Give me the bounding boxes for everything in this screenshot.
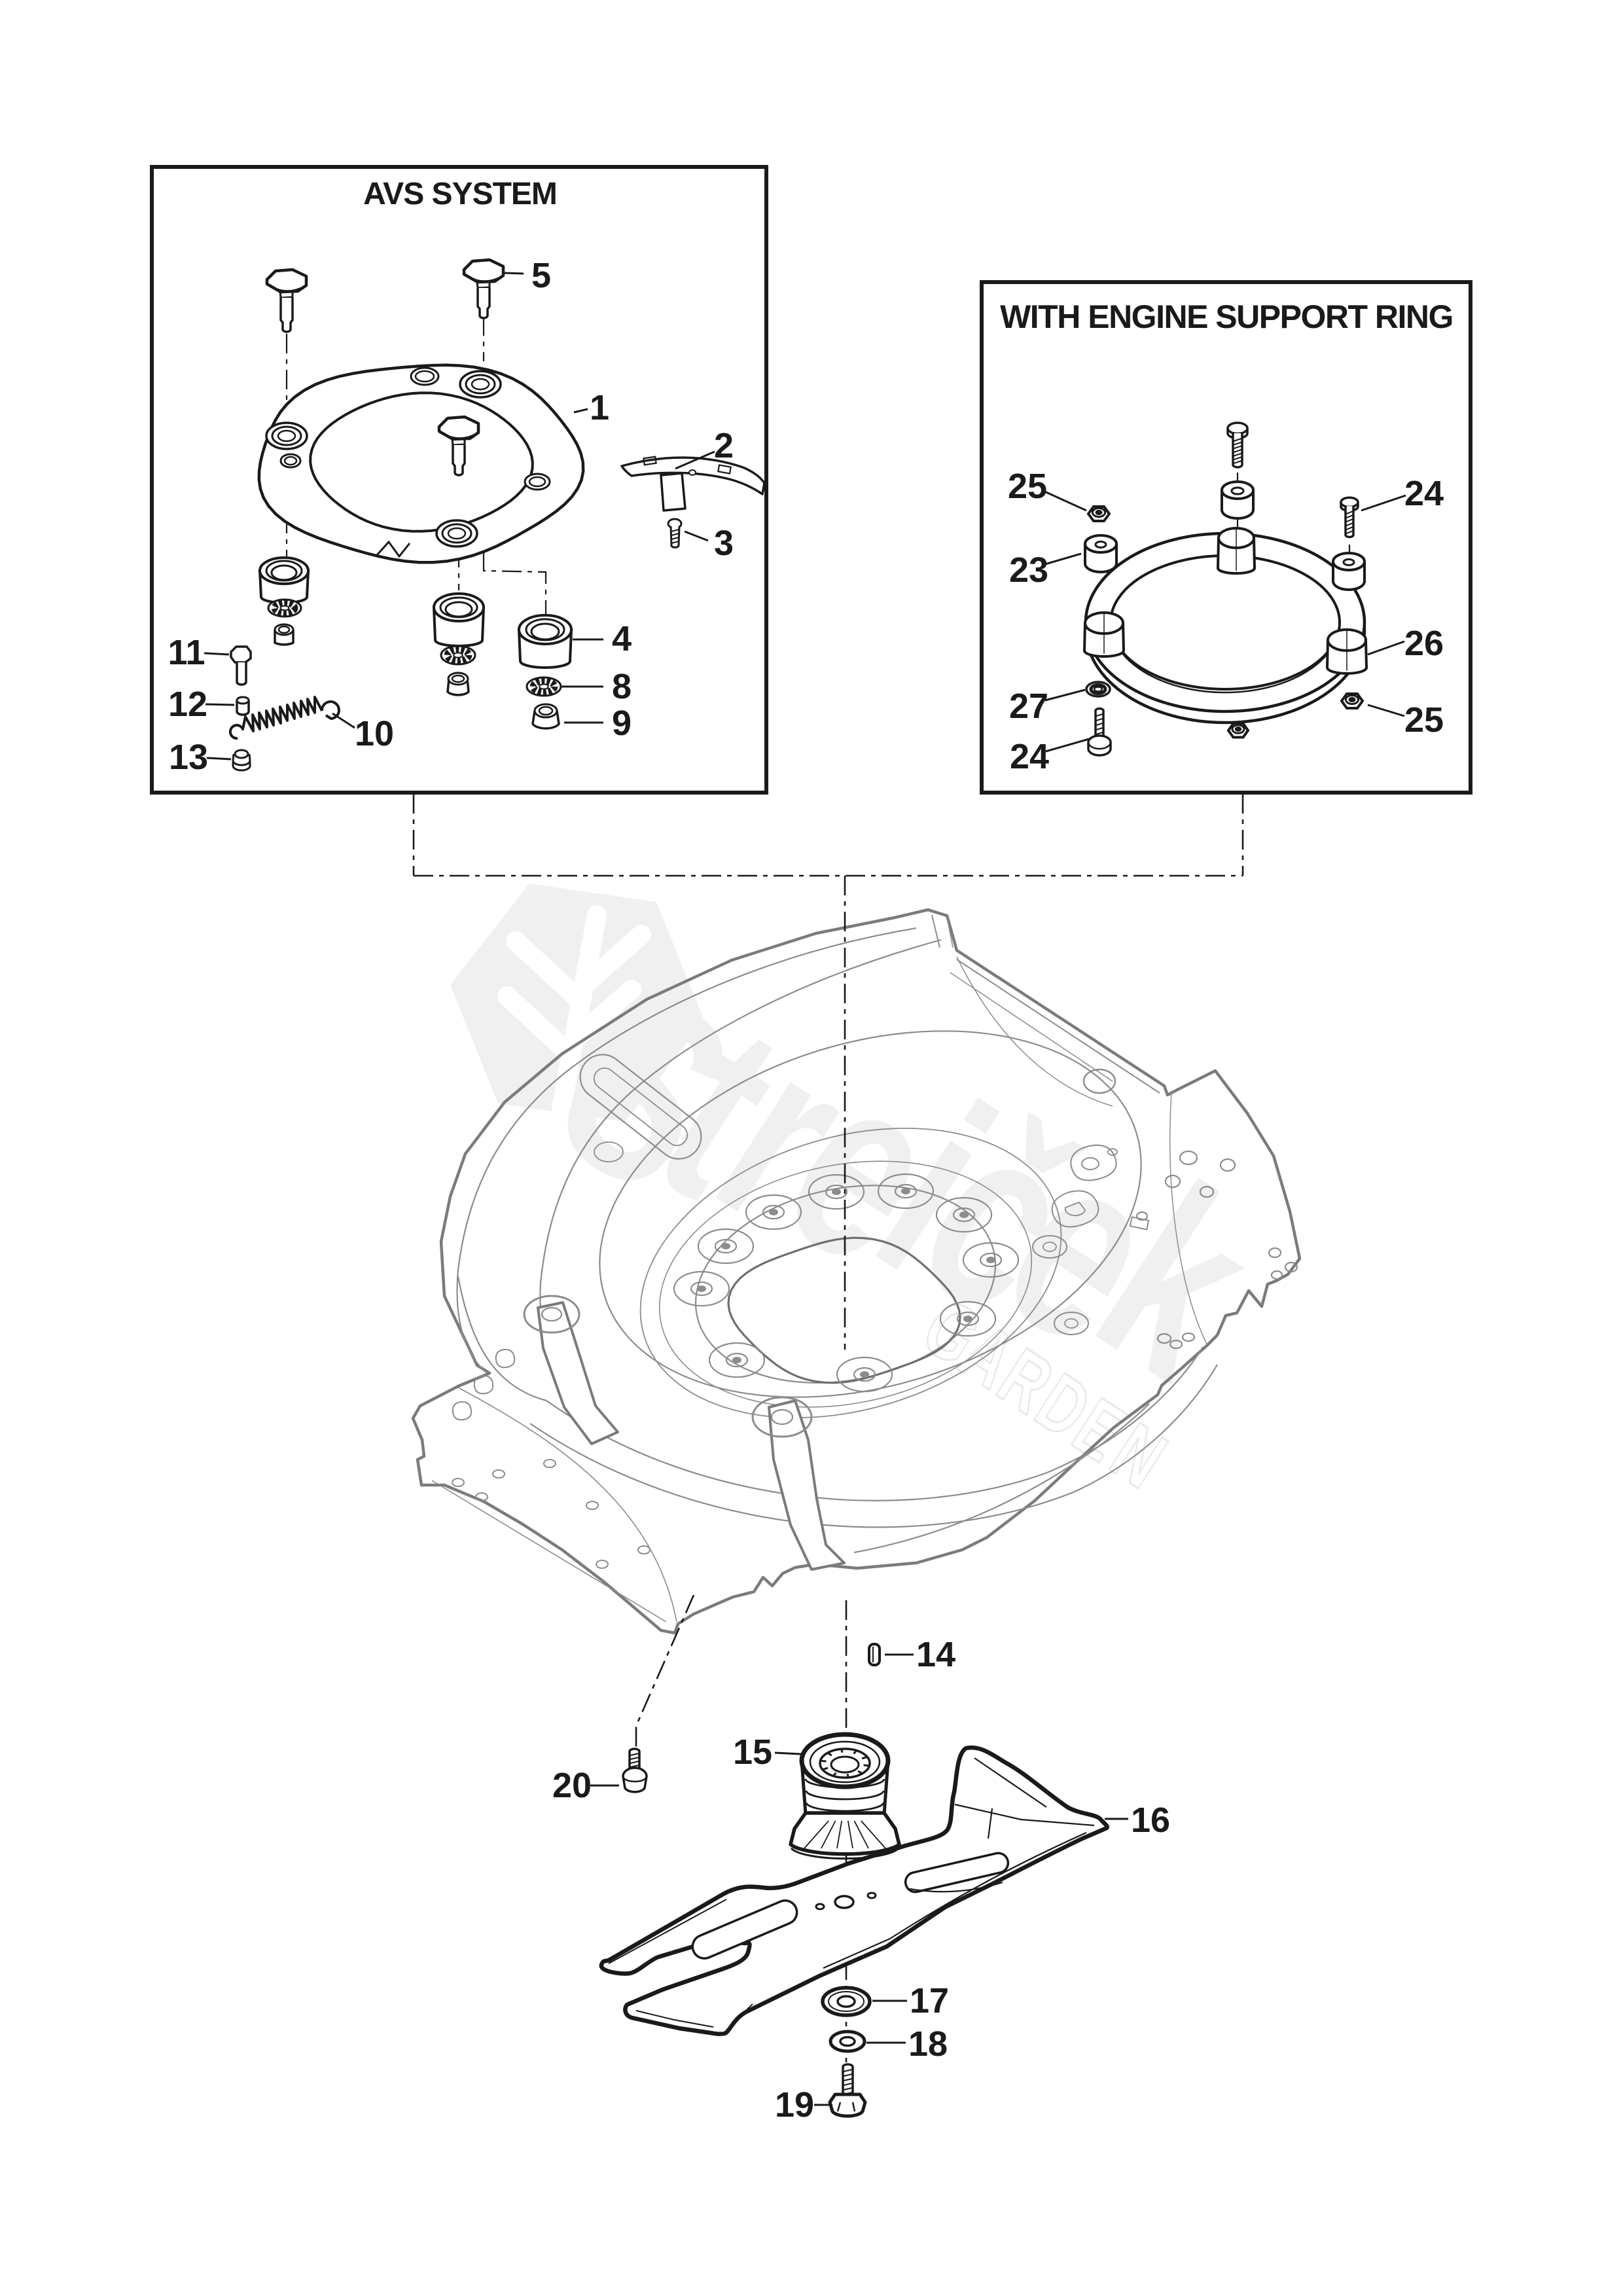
svg-text:24: 24: [1010, 737, 1049, 776]
svg-text:20: 20: [552, 1766, 592, 1805]
svg-text:24: 24: [1404, 474, 1444, 513]
svg-text:AVS SYSTEM: AVS SYSTEM: [363, 177, 557, 211]
svg-text:WITH ENGINE SUPPORT RING: WITH ENGINE SUPPORT RING: [1000, 298, 1453, 335]
svg-text:11: 11: [168, 633, 205, 672]
svg-text:15: 15: [733, 1732, 772, 1772]
svg-text:13: 13: [169, 738, 208, 777]
svg-text:3: 3: [714, 524, 734, 563]
svg-text:27: 27: [1009, 687, 1048, 726]
svg-text:18: 18: [908, 2024, 948, 2064]
svg-text:23: 23: [1009, 550, 1048, 590]
svg-text:1: 1: [590, 388, 609, 427]
svg-text:14: 14: [916, 1635, 955, 1674]
svg-text:10: 10: [355, 714, 394, 753]
svg-text:19: 19: [775, 2085, 814, 2125]
svg-text:16: 16: [1131, 1801, 1170, 1840]
svg-text:8: 8: [612, 667, 632, 706]
svg-text:5: 5: [531, 256, 551, 295]
svg-text:2: 2: [714, 426, 734, 465]
svg-text:12: 12: [168, 685, 207, 724]
svg-text:26: 26: [1404, 624, 1444, 663]
svg-text:25: 25: [1404, 700, 1444, 740]
svg-text:9: 9: [612, 704, 632, 743]
svg-text:4: 4: [612, 619, 632, 658]
svg-text:17: 17: [910, 1981, 949, 2020]
svg-text:25: 25: [1008, 467, 1047, 506]
